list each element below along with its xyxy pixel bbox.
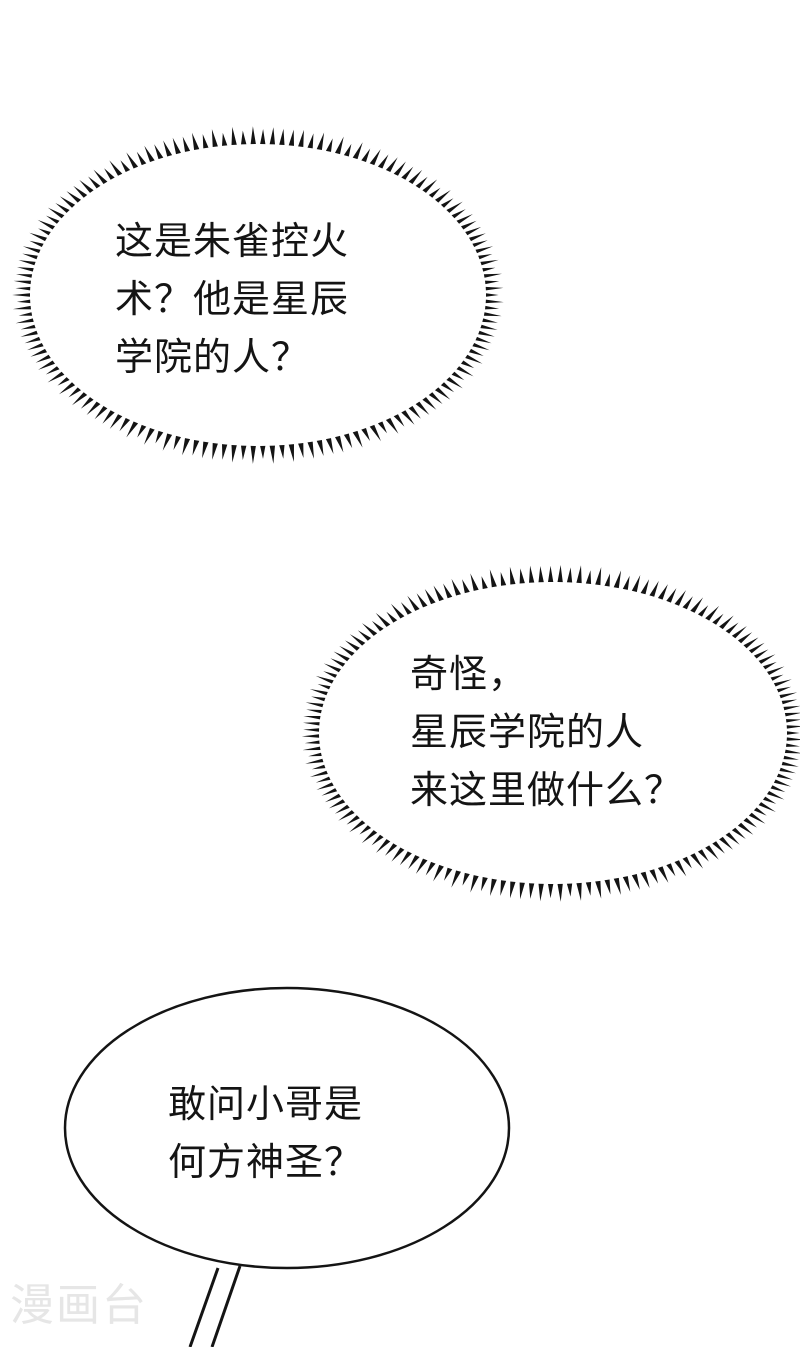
bubble-fill (16, 130, 500, 460)
bubble-fill (305, 568, 800, 898)
speech-bubble-outline (63, 986, 511, 1347)
bubble-line: 敢问小哥是 (168, 1082, 364, 1126)
speech-bubble-body (63, 986, 511, 1270)
thought-bubble-1-outline (12, 126, 504, 464)
thought-bubble-1-text: 这是朱雀控火 术？他是星辰 学院的人？ (115, 212, 349, 386)
speech-bubble-tail (188, 1265, 242, 1347)
thought-bubble-2-text: 奇怪， 星辰学院的人 来这里做什么？ (410, 645, 683, 819)
bubble-line: 这是朱雀控火 (115, 219, 350, 263)
speech-bubble-text: 敢问小哥是 何方神圣？ (168, 1075, 363, 1191)
thought-bubble-2-outline (301, 565, 800, 902)
bubble-line: 何方神圣？ (168, 1140, 364, 1184)
bubble-line: 星辰学院的人 (410, 710, 645, 754)
bubble-line: 来这里做什么？ (410, 768, 684, 812)
watermark-logo: 漫画台 (10, 1280, 148, 1331)
bubble-line: 学院的人？ (115, 335, 311, 379)
bubble-line: 术？他是星辰 (115, 277, 350, 321)
bubble-line: 奇怪， (410, 652, 528, 696)
